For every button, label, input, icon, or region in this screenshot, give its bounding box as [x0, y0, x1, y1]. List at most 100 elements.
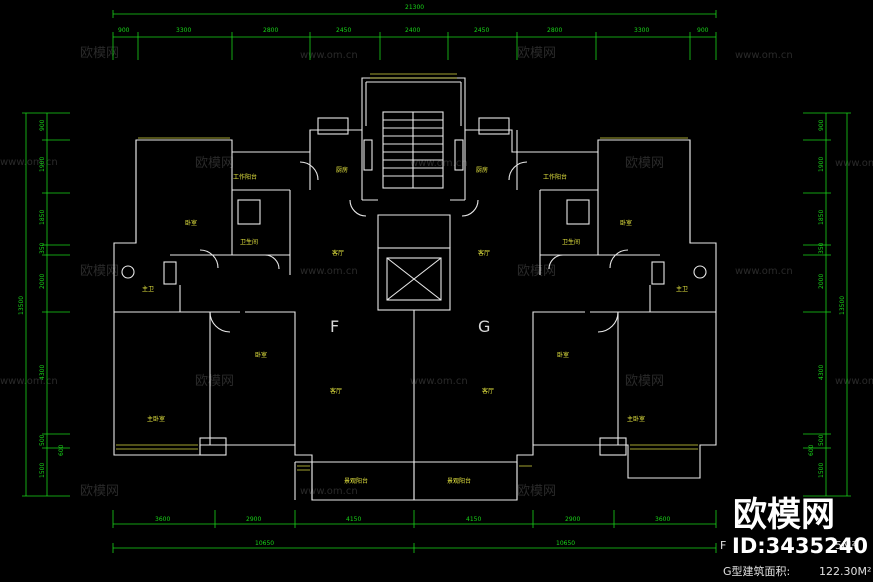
dim-label: 4150	[466, 516, 481, 523]
dim-right-labels: 900 1900 1850 350 2000 4300 500 1500 135…	[808, 119, 846, 478]
dim-label: 1500	[39, 463, 46, 478]
watermark-brand: 欧模网	[80, 484, 119, 499]
room-label: 卧室	[185, 219, 197, 227]
dim-label: 10650	[556, 540, 575, 547]
room-label: 主卫	[676, 285, 688, 293]
room-label: 卫生间	[240, 238, 258, 246]
dim-label: 2450	[336, 27, 351, 34]
dim-label: 2450	[474, 27, 489, 34]
dim-label: 2900	[246, 516, 261, 523]
dim-label: 1850	[39, 210, 46, 225]
watermark-brand: 欧模网	[517, 264, 556, 279]
watermark-logo: 欧模网 ID:3435240	[732, 495, 868, 558]
watermark-url: www.om.cn	[835, 158, 873, 169]
room-label: 客厅	[482, 387, 494, 395]
watermark-url: www.om.cn	[300, 266, 358, 277]
dim-label: 4150	[346, 516, 361, 523]
windows	[116, 73, 698, 471]
watermark-url: www.om.cn	[735, 266, 793, 277]
room-label: 景观阳台	[344, 477, 368, 485]
area-f-value: 5M²	[835, 539, 856, 552]
watermark-brand: 欧模网	[625, 156, 664, 171]
logo-text: 欧模网	[733, 495, 835, 535]
dim-label: 2000	[39, 274, 46, 289]
room-label: 卧室	[255, 351, 267, 359]
dim-label: 3600	[155, 516, 170, 523]
watermark-url: www.om.cn	[300, 486, 358, 497]
dim-label: 2000	[818, 274, 825, 289]
dim-label: 1900	[39, 157, 46, 172]
unit-label-g: G	[478, 317, 490, 336]
dim-label: 600	[808, 444, 815, 456]
dim-label: 500	[39, 434, 46, 446]
dimension-left	[22, 112, 70, 497]
dim-label: 3300	[176, 27, 191, 34]
dim-left-labels: 900 1900 1850 350 2000 4300 500 1500 135…	[18, 119, 65, 478]
dim-overall-top: 21300	[405, 4, 424, 11]
watermark-brand: 欧模网	[517, 484, 556, 499]
dim-top-labels: 900 3300 2800 2450 2400 2450 2800 3300 9…	[118, 27, 709, 34]
room-label: 工作阳台	[543, 173, 567, 181]
dim-label: 900	[118, 27, 130, 34]
room-labels: 卧室 工作阳台 厨房 卫生间 客厅 主卫 卧室 客厅 主卧室 景观阳台 卧室 工…	[142, 166, 688, 485]
watermark-brand: 欧模网	[517, 46, 556, 61]
room-label: 客厅	[330, 387, 342, 395]
walls	[113, 77, 717, 501]
dimension-top	[112, 10, 717, 60]
watermark-url: www.om.cn	[0, 376, 58, 387]
watermark-brand: 欧模网	[80, 264, 119, 279]
watermark-layer: 欧模网 www.om.cn 欧模网 www.om.cn www.om.cn 欧模…	[0, 46, 873, 499]
room-label: 厨房	[336, 166, 348, 174]
dim-label: 900	[39, 119, 46, 131]
room-label: 主卫	[142, 285, 154, 293]
watermark-url: www.om.cn	[410, 376, 468, 387]
room-label: 客厅	[332, 249, 344, 257]
dim-label: 2400	[405, 27, 420, 34]
area-g-label: G型建筑面积:	[723, 564, 790, 578]
dim-label: 13500	[839, 296, 846, 315]
dim-label: 1900	[818, 157, 825, 172]
watermark-brand: 欧模网	[195, 374, 234, 389]
dim-label: 500	[818, 434, 825, 446]
area-info: F 5M² G型建筑面积: 122.30M²	[720, 539, 871, 578]
dimension-right	[803, 112, 851, 497]
dim-label: 2800	[547, 27, 562, 34]
dim-label: 13500	[18, 296, 25, 315]
dim-label: 4300	[818, 365, 825, 380]
watermark-url: www.om.cn	[0, 157, 58, 168]
room-label: 主卧室	[147, 415, 165, 423]
room-label: 景观阳台	[447, 477, 471, 485]
room-label: 厨房	[476, 166, 488, 174]
dim-label: 4300	[39, 365, 46, 380]
watermark-brand: 欧模网	[625, 374, 664, 389]
room-label: 工作阳台	[233, 173, 257, 181]
logo-id: ID:3435240	[732, 534, 868, 558]
dim-bottom-labels: 3600 2900 4150 4150 2900 3600 10650 1065…	[155, 516, 670, 547]
room-label: 卧室	[620, 219, 632, 227]
room-label: 卧室	[557, 351, 569, 359]
dim-label: 350	[818, 242, 825, 254]
watermark-brand: 欧模网	[80, 46, 119, 61]
dim-label: 10650	[255, 540, 274, 547]
dim-label: 2900	[565, 516, 580, 523]
watermark-url: www.om.cn	[735, 50, 793, 61]
watermark-url: www.om.cn	[835, 376, 873, 387]
dim-label: 900	[818, 119, 825, 131]
dim-label: 1500	[818, 463, 825, 478]
dim-label: 350	[39, 242, 46, 254]
watermark-url: www.om.cn	[410, 158, 468, 169]
dim-label: 900	[697, 27, 709, 34]
area-g-value: 122.30M²	[819, 565, 871, 578]
dim-label: 600	[58, 444, 65, 456]
room-label: 主卧室	[627, 415, 645, 423]
room-label: 卫生间	[562, 238, 580, 246]
dim-label: 2800	[263, 27, 278, 34]
dim-label: 3300	[634, 27, 649, 34]
unit-label-f: F	[330, 317, 339, 336]
room-label: 客厅	[478, 249, 490, 257]
area-f-label: F	[720, 539, 726, 552]
dim-label: 1850	[818, 210, 825, 225]
dimension-bottom	[112, 510, 717, 553]
watermark-url: www.om.cn	[300, 50, 358, 61]
